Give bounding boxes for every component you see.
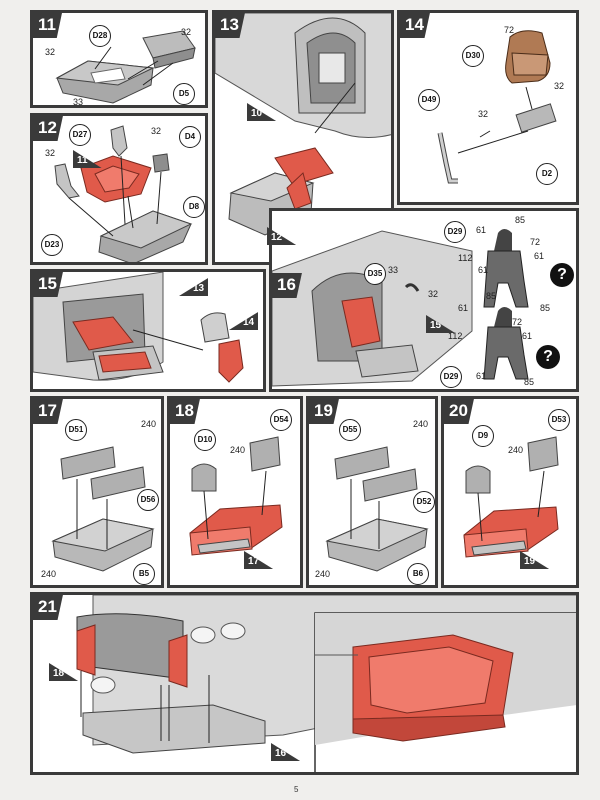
step-13-panel: 13 10 12 (212, 10, 394, 265)
colour-code: 61 (458, 303, 469, 313)
part-ref-d10: D10 (194, 429, 216, 451)
colour-code: 32 (478, 109, 489, 119)
step-21-panel: 21 18 16 (30, 592, 579, 775)
colour-code: 112 (458, 253, 473, 263)
part-ref-d27: D27 (69, 124, 91, 146)
colour-code: 32 (151, 126, 162, 136)
step-number: 20 (444, 399, 474, 424)
colour-code: 240 (230, 445, 246, 455)
question-mark-icon: ? (550, 263, 574, 287)
colour-code: 61 (534, 251, 545, 261)
step-21-drawing (76, 595, 576, 772)
step-19-drawing (325, 446, 429, 572)
step-14-panel: 14 D30 D49 D2 72 32 32 (397, 10, 579, 205)
part-ref-d28: D28 (89, 25, 111, 47)
step-18-panel: 18 D10 D54 240 17 (167, 396, 303, 588)
part-ref-d2: D2 (536, 163, 558, 185)
step-11-drawing (55, 30, 196, 104)
colour-code: 240 (413, 419, 429, 429)
part-ref-d49: D49 (418, 89, 440, 111)
step-14-drawing (437, 30, 557, 184)
colour-code: 240 (41, 569, 57, 579)
part-ref-d29-top: D29 (444, 221, 466, 243)
step-number: 19 (309, 399, 339, 424)
part-ref-d9: D9 (472, 425, 494, 447)
step-number: 18 (170, 399, 200, 424)
colour-code: 72 (530, 237, 541, 247)
part-ref-d35: D35 (364, 263, 386, 285)
part-ref-d4: D4 (179, 126, 201, 148)
colour-code: 85 (540, 303, 551, 313)
colour-code: 85 (524, 377, 535, 387)
step-20-drawing (463, 436, 559, 558)
step-12-drawing (54, 125, 193, 262)
colour-code: 240 (141, 419, 157, 429)
part-ref-d54: D54 (270, 409, 292, 431)
part-ref-d8: D8 (183, 196, 205, 218)
step-number: 14 (400, 13, 430, 38)
colour-code: 112 (448, 331, 463, 341)
step-number: 11 (33, 13, 62, 38)
colour-code: 85 (486, 291, 497, 301)
part-ref-b6: B6 (407, 563, 429, 585)
colour-code: 33 (388, 265, 399, 275)
colour-code: 85 (515, 215, 526, 225)
step-17-drawing (51, 446, 155, 572)
colour-code: 61 (522, 331, 533, 341)
colour-code: 33 (73, 97, 84, 107)
step-13-drawing (215, 13, 391, 236)
part-ref-d56: D56 (137, 489, 159, 511)
colour-code: 240 (508, 445, 524, 455)
step-16-drawing (272, 229, 529, 387)
part-ref-d53: D53 (548, 409, 570, 431)
page-number: 5 (294, 785, 299, 794)
colour-code: 72 (504, 25, 515, 35)
step-16-panel: 16 D29 D35 D29 85 61 72 112 61 61 85 33 … (269, 208, 579, 392)
step-number: 17 (33, 399, 63, 424)
colour-code: 32 (428, 289, 439, 299)
step-number: 16 (272, 273, 302, 298)
colour-code: 32 (181, 27, 192, 37)
step-20-panel: 20 D9 D53 240 19 (441, 396, 579, 588)
step-11-panel: 11 D28 D5 32 32 33 (30, 10, 208, 108)
step-number: 12 (33, 116, 63, 141)
part-ref-d51: D51 (65, 419, 87, 441)
colour-code: 72 (512, 317, 523, 327)
step-12-panel: 12 D27 D4 D8 D23 32 32 11 (30, 113, 208, 265)
step-18-drawing (189, 436, 283, 556)
step-19-panel: 19 D55 D52 B6 240 240 (306, 396, 438, 588)
colour-code: 240 (315, 569, 331, 579)
step-number: 15 (33, 272, 63, 297)
colour-code: 32 (45, 47, 56, 57)
colour-code: 32 (554, 81, 565, 91)
step-number: 13 (215, 13, 245, 38)
part-ref-d23: D23 (41, 234, 63, 256)
step-15-panel: 15 13 14 (30, 269, 266, 392)
step-number: 21 (33, 595, 63, 620)
step-15-drawing (33, 272, 244, 383)
part-ref-d30: D30 (462, 45, 484, 67)
step-17-panel: 17 D51 D56 B5 240 240 (30, 396, 164, 588)
part-ref-d29-bottom: D29 (440, 366, 462, 388)
colour-code: 32 (45, 148, 56, 158)
part-ref-b5: B5 (133, 563, 155, 585)
colour-code: 61 (476, 225, 487, 235)
part-ref-d55: D55 (339, 419, 361, 441)
colour-code: 61 (478, 265, 489, 275)
part-ref-d52: D52 (413, 491, 435, 513)
part-ref-d5: D5 (173, 83, 195, 105)
colour-code: 61 (476, 371, 487, 381)
question-mark-icon: ? (536, 345, 560, 369)
